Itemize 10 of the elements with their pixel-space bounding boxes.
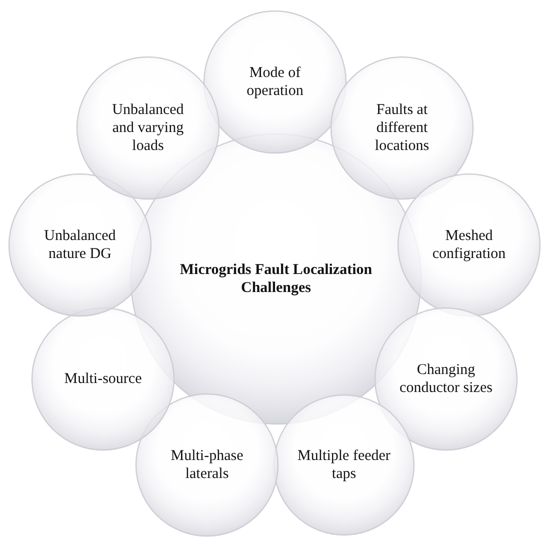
challenge-label: Unbalanced nature DG (43, 227, 117, 263)
challenge-label: Multi-source (63, 370, 143, 388)
challenge-label: Multi-phase laterals (170, 447, 244, 483)
challenge-label: Mode of operation (246, 64, 304, 100)
challenge-label: Meshed configration (431, 227, 507, 263)
challenge-label: Faults at different locations (374, 101, 430, 155)
topic-heading: Microgrids Fault Localization Challenges (178, 261, 374, 297)
challenge-label: Unbalanced and varying loads (111, 101, 185, 155)
challenge-label: Changing conductor sizes (398, 361, 494, 397)
challenge-label: Multiple feeder taps (296, 447, 392, 483)
